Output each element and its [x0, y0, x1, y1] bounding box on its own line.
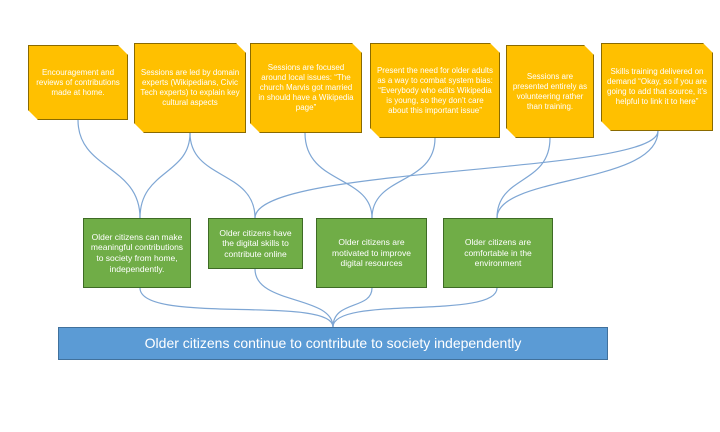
connector-outcome3-goal — [332, 287, 373, 328]
input-box-text: Skills training delivered on demand “Oka… — [607, 67, 707, 106]
outcome-box-text: Older citizens can make meaningful contr… — [90, 231, 184, 274]
input-box-domain-experts: Sessions are led by domain experts (Wiki… — [134, 43, 246, 133]
input-box-text: Sessions are focused around local issues… — [258, 63, 354, 112]
outcome-box-motivated: Older citizens are motivated to improve … — [316, 218, 427, 288]
outcome-box-comfortable: Older citizens are comfortable in the en… — [443, 218, 553, 288]
outcome-box-text: Older citizens are motivated to improve … — [332, 237, 411, 269]
connector-input6-outcome2 — [254, 130, 659, 219]
connector-input6-outcome4 — [496, 130, 659, 219]
input-box-text: Encouragement and reviews of contributio… — [36, 67, 120, 97]
connector-input4-outcome3 — [371, 137, 436, 219]
connector-outcome1-goal — [139, 287, 334, 328]
input-box-text: Sessions are presented entirely as volun… — [512, 71, 588, 111]
input-box-text: Present the need for older adults as a w… — [376, 65, 494, 115]
input-box-system-bias: Present the need for older adults as a w… — [370, 43, 500, 138]
outcome-box-digital-skills: Older citizens have the digital skills t… — [208, 218, 303, 269]
connector-input2-outcome2 — [189, 132, 256, 219]
connector-input3-outcome3 — [304, 132, 373, 219]
connector-outcome4-goal — [332, 287, 498, 328]
input-box-volunteering: Sessions are presented entirely as volun… — [506, 45, 594, 138]
goal-text: Older citizens continue to contribute to… — [144, 334, 522, 351]
connector-input1-outcome1 — [77, 119, 141, 219]
connector-outcome2-goal — [254, 268, 334, 328]
input-box-encouragement: Encouragement and reviews of contributio… — [28, 45, 128, 120]
outcome-box-contribute-from-home: Older citizens can make meaningful contr… — [83, 218, 191, 288]
connector-input2-outcome1 — [139, 132, 191, 219]
input-box-local-issues: Sessions are focused around local issues… — [250, 43, 362, 133]
outcome-box-text: Older citizens have the digital skills t… — [219, 227, 292, 259]
connector-input5-outcome4 — [496, 137, 551, 219]
input-box-text: Sessions are led by domain experts (Wiki… — [140, 68, 240, 107]
input-box-skills-on-demand: Skills training delivered on demand “Oka… — [601, 43, 713, 131]
outcome-box-text: Older citizens are comfortable in the en… — [464, 237, 532, 269]
goal-box: Older citizens continue to contribute to… — [58, 327, 608, 360]
